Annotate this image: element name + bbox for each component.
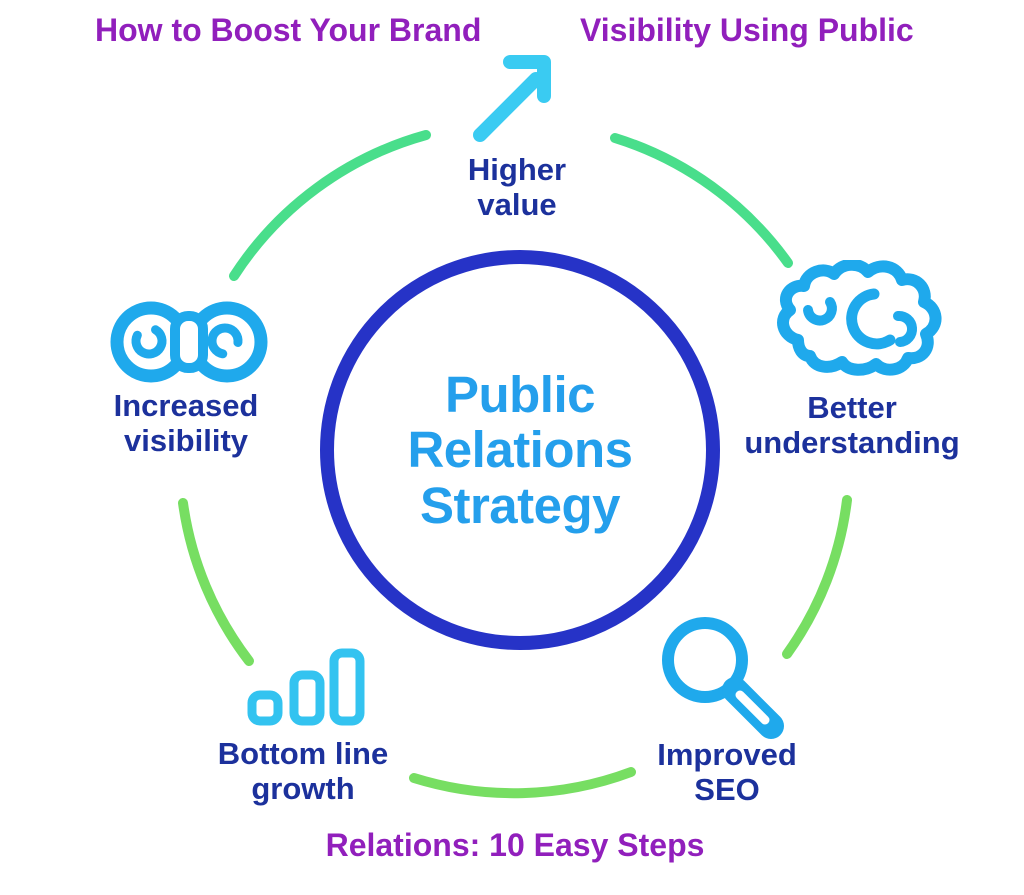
magnifier-icon [655,605,810,765]
header-title-left: How to Boost Your Brand [95,12,482,48]
arc-left-bottom [178,498,254,666]
node-label-bottom-line-growth: Bottom line growth [217,736,389,807]
arrow-up-right-svg [473,55,551,142]
arrow-up-right-icon [462,38,562,143]
footer-title: Relations: 10 Easy Steps [325,827,705,863]
brain-svg [777,260,942,376]
node-label-better-understanding: Better understanding [744,390,960,461]
center-circle: Public Relations Strategy [320,250,720,650]
arc-bottom-center [409,767,636,799]
arc-top-left [229,130,431,281]
brain-icon [768,260,944,380]
binoculars-svg [110,301,268,383]
node-label-higher-value: Higher value [467,152,567,223]
header-title-right: Visibility Using Public [580,12,914,48]
node-label-increased-visibility: Increased visibility [113,388,259,459]
center-circle-title: Public Relations Strategy [407,366,633,534]
bar-chart-icon [240,645,370,735]
node-label-improved-seo: Improved SEO [657,737,797,808]
magnifier-svg [662,617,784,739]
arc-top-right [610,133,793,268]
bar-chart-svg [247,648,365,726]
binoculars-icon [105,295,273,389]
arc-right-bottom [782,495,852,659]
